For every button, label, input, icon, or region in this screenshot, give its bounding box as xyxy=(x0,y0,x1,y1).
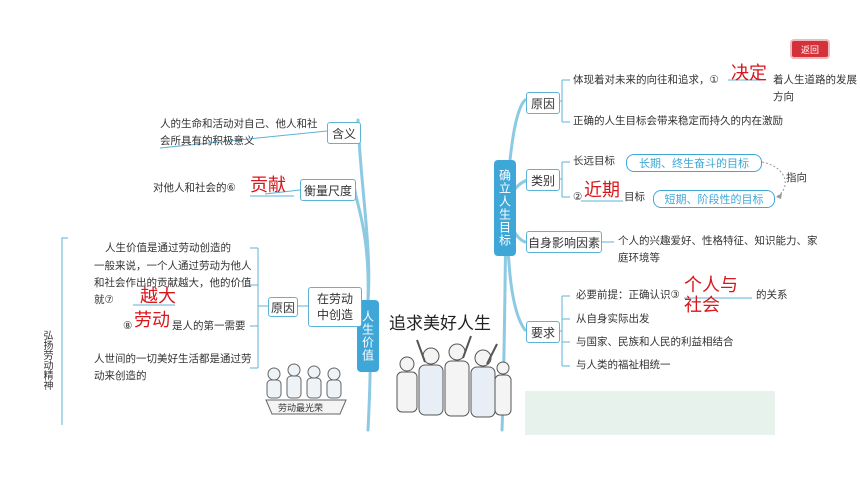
labor-reason-4: 人世间的一切美好生活都是通过劳动来创造的 xyxy=(94,353,252,382)
goal-reason-node: 原因 xyxy=(526,92,560,114)
goal-reason-1-prefix: 体现着对未来的向往和追求，① xyxy=(573,74,719,86)
center-title: 追求美好人生 xyxy=(389,314,491,334)
short-term-tag: 短期、阶段性的目标 xyxy=(653,190,775,208)
requirement-4: 与人类的福祉相统一 xyxy=(576,359,671,371)
answer-3: 个人与社会 xyxy=(684,275,738,316)
influence-factors-node: 自身影响因素 xyxy=(526,231,602,253)
spirit-label: 弘扬劳动精神 xyxy=(41,330,52,390)
branch-life-value: 人生价值 xyxy=(357,300,379,372)
people-illustration xyxy=(396,335,512,418)
branch-life-goal: 确立人生目标 xyxy=(494,160,516,256)
labor-reason-node: 原因 xyxy=(268,297,298,317)
relation-label: 指向 xyxy=(786,172,807,184)
labor-reason-2: 一般来说，一个人通过劳动为他人和社会作出的贡献越大，他的价值就⑦ xyxy=(94,260,252,306)
measure-node: 衡量尺度 xyxy=(300,179,356,201)
labor-reason-1: 人生价值是通过劳动创造的 xyxy=(105,242,231,254)
requirement-2: 从自身实际出发 xyxy=(576,313,650,325)
labor-creation-node: 在劳动中创造 xyxy=(308,287,362,327)
requirement-3: 与国家、民族和人民的利益相结合 xyxy=(576,336,734,348)
labor-illustration xyxy=(265,363,347,415)
long-term-prefix: 长远目标 xyxy=(573,155,615,167)
requirement-1-suffix: 的关系 xyxy=(756,289,788,301)
labor-banner: 劳动最光荣 xyxy=(278,404,324,414)
goal-reason-2: 正确的人生目标会带来稳定而持久的内在激励 xyxy=(573,115,783,127)
short-term-suffix: 目标 xyxy=(624,191,645,203)
meaning-node: 含义 xyxy=(327,122,361,144)
answer-6: 贡献 xyxy=(250,175,286,196)
short-term-prefix: ② xyxy=(573,191,583,203)
answer-2: 近期 xyxy=(584,180,620,201)
answer-7: 越大 xyxy=(140,286,176,307)
labor-reason-3-suffix: 是人的第一需要 xyxy=(172,320,246,332)
answer-8: 劳动 xyxy=(134,310,170,331)
goal-reason-1-suffix: 着人生道路的发展方向 xyxy=(773,74,857,103)
back-button[interactable]: 返回 xyxy=(790,39,830,59)
requirement-1-prefix: 必要前提：正确认识③ xyxy=(576,289,680,301)
influence-factors-text: 个人的兴趣爱好、性格特征、知识能力、家庭环境等 xyxy=(618,235,818,264)
goal-requirements-node: 要求 xyxy=(526,321,560,343)
long-term-tag: 长期、终生奋斗的目标 xyxy=(626,154,762,172)
overlay-panel xyxy=(525,391,775,435)
measure-text: 对他人和社会的⑥ xyxy=(153,182,236,194)
goal-category-node: 类别 xyxy=(526,169,560,191)
labor-reason-3-prefix: ⑧ xyxy=(123,320,133,332)
answer-1: 决定 xyxy=(731,63,767,84)
meaning-text: 人的生命和活动对自己、他人和社会所具有的积极意义 xyxy=(160,118,318,147)
